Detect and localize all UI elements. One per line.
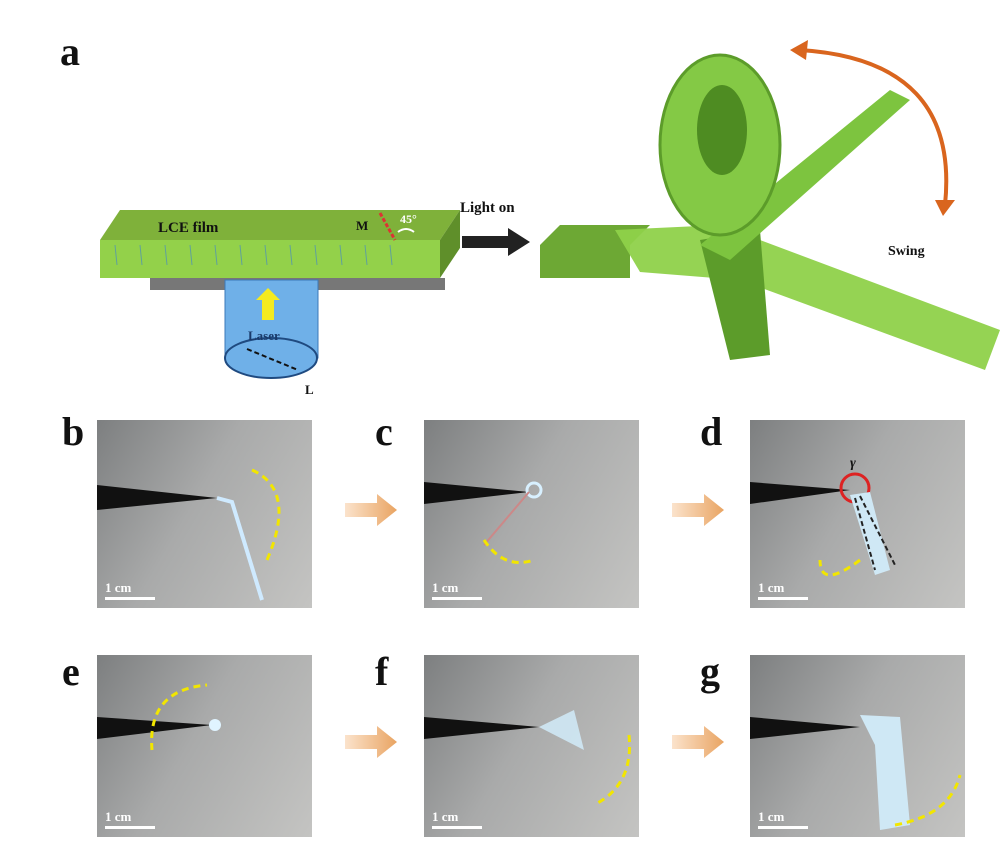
orange-arrow-icon	[345, 494, 397, 526]
scale-bar: 1 cm	[105, 580, 155, 600]
scale-bar: 1 cm	[432, 580, 482, 600]
angle-arc-icon	[397, 228, 415, 233]
film-side	[440, 210, 460, 278]
l-label: L	[305, 382, 314, 397]
m-label: M	[356, 218, 369, 233]
orange-arrow-icon	[672, 726, 724, 758]
orange-arrow-icon	[672, 494, 724, 526]
photo-c: 1 cm	[424, 420, 639, 608]
photo-d: γ 1 cm	[750, 420, 965, 608]
scale-bar: 1 cm	[432, 809, 482, 829]
scale-bar: 1 cm	[105, 809, 155, 829]
swing-label: Swing	[888, 244, 925, 259]
panel-label-e: e	[62, 649, 80, 694]
scale-bar: 1 cm	[758, 580, 808, 600]
m-direction-icon	[378, 212, 397, 241]
panel-label-f: f	[375, 649, 389, 694]
photo-e: 1 cm	[97, 655, 312, 837]
film-label: LCE film	[158, 220, 219, 236]
panel-a-diagram	[100, 40, 1000, 379]
laser-up-arrow-icon	[256, 288, 280, 320]
light-on-arrow-icon	[462, 228, 530, 256]
swing-arrow-icon	[799, 48, 949, 206]
gamma-label: γ	[850, 456, 856, 471]
angle-label: 45°	[400, 212, 417, 226]
photo-b: 1 cm	[97, 420, 312, 608]
scale-bar: 1 cm	[758, 809, 808, 829]
film-front	[100, 240, 440, 278]
film-top	[100, 210, 460, 240]
photo-g: 1 cm	[750, 655, 965, 837]
panel-label-a: a	[60, 29, 80, 74]
light-on-label: Light on	[460, 200, 515, 216]
panel-label-d: d	[700, 409, 723, 454]
laser-label: Laser	[248, 328, 280, 343]
panel-label-g: g	[700, 649, 720, 694]
photo-f: 1 cm	[424, 655, 639, 837]
orange-arrow-icon	[345, 726, 397, 758]
panel-label-b: b	[62, 409, 85, 454]
diameter-arrow-icon	[246, 348, 299, 371]
panel-label-c: c	[375, 409, 393, 454]
